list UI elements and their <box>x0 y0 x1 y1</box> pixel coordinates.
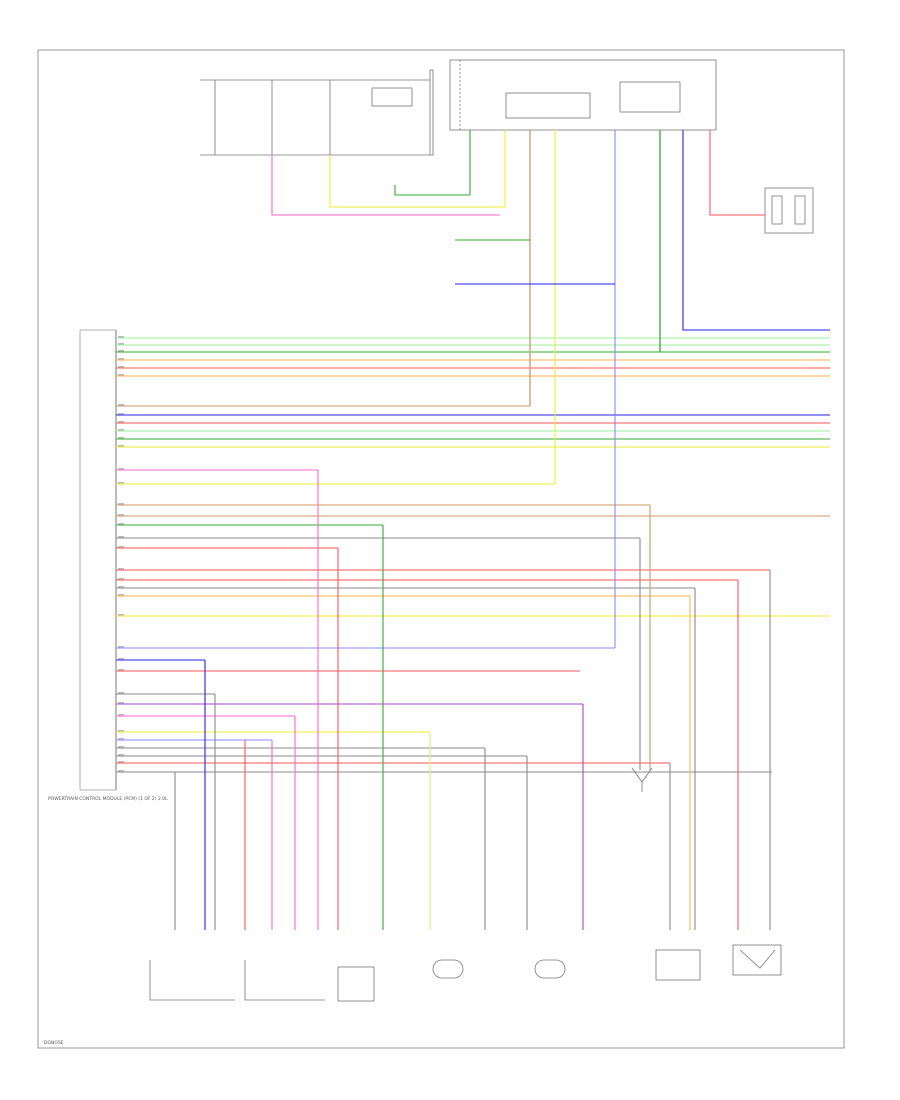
pin-mark-27 <box>118 669 124 671</box>
top-module-box <box>449 59 717 131</box>
pin-mark-6 <box>118 374 124 376</box>
pin-mark-30 <box>118 714 124 716</box>
diagram-frame <box>37 49 845 1049</box>
pin-mark-16 <box>118 514 124 516</box>
pin-mark-18 <box>118 536 124 538</box>
pin-mark-17 <box>118 523 124 525</box>
pin-mark-23 <box>118 594 124 596</box>
pin-mark-9 <box>118 421 124 423</box>
top-pink <box>271 155 500 216</box>
pin-mark-20 <box>118 568 124 570</box>
pin-mark-7 <box>118 404 124 406</box>
pin-mark-24 <box>118 614 124 616</box>
pin-mark-2 <box>118 343 124 345</box>
pin-mark-5 <box>118 366 124 368</box>
top-green <box>394 130 471 196</box>
pin-mark-10 <box>118 429 124 431</box>
ground-symbol <box>631 767 653 792</box>
pin-mark-4 <box>118 358 124 360</box>
pin-mark-32 <box>118 738 124 740</box>
pin-labels <box>118 336 124 772</box>
pin-mark-13 <box>118 468 124 470</box>
pin-mark-31 <box>118 730 124 732</box>
riser-red <box>709 130 765 216</box>
pin-mark-26 <box>118 658 124 660</box>
pin-mark-8 <box>118 413 124 415</box>
pin-mark-3 <box>118 350 124 352</box>
footer-id: DGNOSE <box>44 1040 64 1046</box>
riser-navy <box>682 130 830 331</box>
pin-mark-33 <box>118 746 124 748</box>
pin-mark-1 <box>118 336 124 338</box>
pin-mark-11 <box>118 437 124 439</box>
pcm-connector <box>79 329 124 791</box>
pin-mark-21 <box>118 578 124 580</box>
pin-mark-12 <box>118 445 124 447</box>
pin-mark-29 <box>118 702 124 704</box>
pin-mark-35 <box>118 761 124 763</box>
pin-mark-14 <box>118 482 124 484</box>
pin-mark-28 <box>118 692 124 694</box>
wire-layer <box>116 130 830 930</box>
top-yellow <box>329 130 506 208</box>
top-fuse-block <box>200 69 434 156</box>
pin-mark-19 <box>118 546 124 548</box>
pin-mark-36 <box>118 770 124 772</box>
bottom-components <box>149 944 782 1002</box>
pcm-label: POWERTRAIN CONTROL MODULE (PCM) (1 OF 2)… <box>48 796 168 802</box>
right-sensor <box>764 187 814 234</box>
pin-mark-15 <box>118 503 124 505</box>
pin-mark-25 <box>118 646 124 648</box>
pin-mark-34 <box>118 754 124 756</box>
pin-mark-22 <box>118 586 124 588</box>
